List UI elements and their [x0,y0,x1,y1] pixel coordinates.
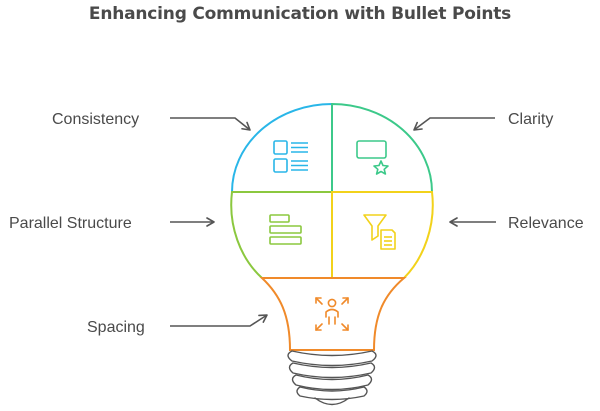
arrow-consistency [170,117,251,131]
segment-spacing [259,277,407,351]
arrow-spacing [170,314,268,327]
card-star-icon [356,140,389,175]
label-relevance: Relevance [508,215,584,232]
segment-clarity [331,102,434,193]
list-icon [273,140,308,173]
segment-relevance [331,191,434,279]
stacked-bars-icon [269,214,302,245]
arrow-clarity [413,117,495,131]
segment-parallel-structure [230,191,333,279]
filter-document-icon [363,214,396,250]
label-parallel-structure: Parallel Structure [9,215,132,232]
label-consistency: Consistency [52,111,140,128]
bulb-base [287,350,377,406]
page-title: Enhancing Communication with Bullet Poin… [88,4,512,24]
label-spacing: Spacing [87,319,145,336]
person-arrows-icon [315,297,349,331]
segment-consistency [230,102,333,193]
label-clarity: Clarity [508,111,554,128]
